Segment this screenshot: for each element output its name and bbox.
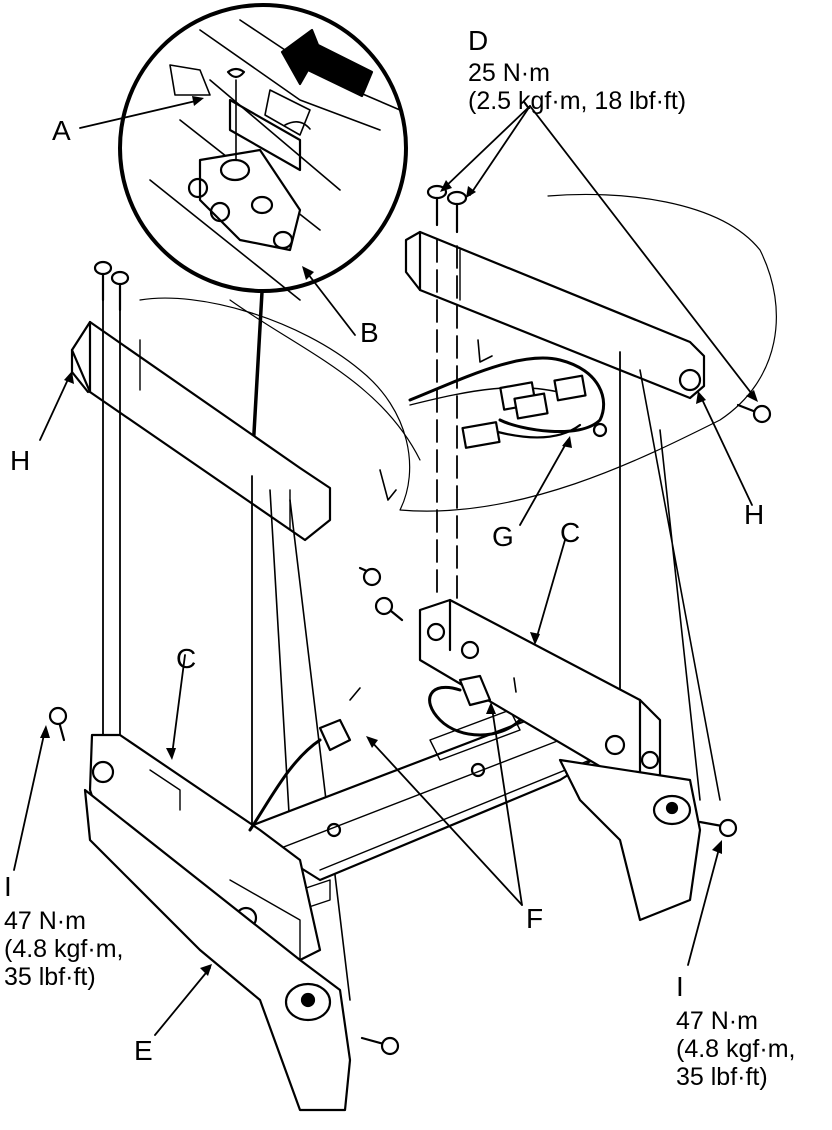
connectors-f — [248, 674, 522, 832]
callout-h-left: H — [10, 445, 31, 476]
torque-d-alt: (2.5 kgf·m, 18 lbf·ft) — [468, 87, 687, 115]
callout-e: E — [134, 1035, 153, 1066]
callout-c-left: C — [176, 643, 197, 674]
torque-i-right-alt2: 35 lbf·ft) — [676, 1063, 768, 1091]
left-leg-e — [83, 788, 352, 1112]
torque-i-left-nm: 47 N·m — [4, 907, 86, 935]
bolts-left-top — [93, 260, 130, 312]
callout-g: G — [492, 521, 514, 552]
torque-i-right-nm: 47 N·m — [676, 1007, 758, 1035]
wire-harness — [408, 356, 608, 449]
torque-i-left-alt1: (4.8 kgf·m, — [4, 935, 124, 963]
callout-h-right: H — [744, 499, 765, 530]
right-leg — [558, 758, 702, 922]
leader-lines — [13, 99, 756, 1036]
left-upper-rail — [70, 320, 332, 542]
bolts-d — [426, 184, 468, 234]
side-bolts — [48, 403, 772, 1056]
detail-rail — [149, 19, 401, 301]
callout-a: A — [52, 115, 71, 146]
callout-c-right: C — [560, 517, 581, 548]
direction-arrow — [280, 28, 374, 98]
seat-cushion-outline — [139, 193, 777, 512]
right-upper-rail — [404, 230, 706, 400]
torque-d-nm: 25 N·m — [468, 59, 550, 87]
callout-i-right: I — [676, 971, 684, 1002]
torque-i-right-alt1: (4.8 kgf·m, — [676, 1035, 796, 1063]
callout-d: D — [468, 25, 489, 56]
callout-i-left: I — [4, 871, 12, 902]
callout-b: B — [360, 317, 379, 348]
leader-arrowheads — [40, 96, 758, 976]
right-lower-rail — [418, 598, 662, 792]
torque-i-left-alt2: 35 lbf·ft) — [4, 963, 96, 991]
callout-f: F — [526, 903, 544, 934]
